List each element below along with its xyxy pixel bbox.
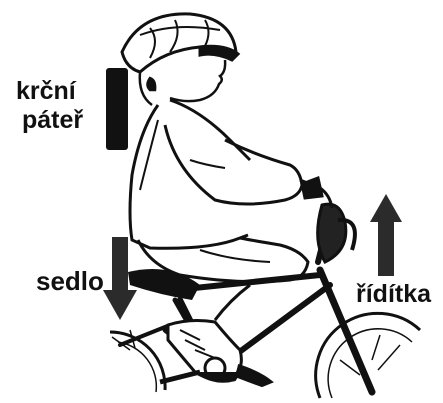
- neck-marker: [106, 68, 128, 150]
- handlebar-arrow-icon: [370, 194, 402, 276]
- neck-label-line-1: krční: [16, 79, 76, 104]
- saddle: [128, 269, 200, 300]
- saddle-label: sedlo: [36, 268, 104, 294]
- handlebar-label: řídítka: [356, 282, 431, 307]
- torso: [130, 100, 332, 248]
- head: [140, 60, 225, 105]
- helmet: [122, 14, 238, 72]
- neck-label-line-2: páteř: [22, 108, 83, 133]
- handlebar-grip: [318, 204, 355, 262]
